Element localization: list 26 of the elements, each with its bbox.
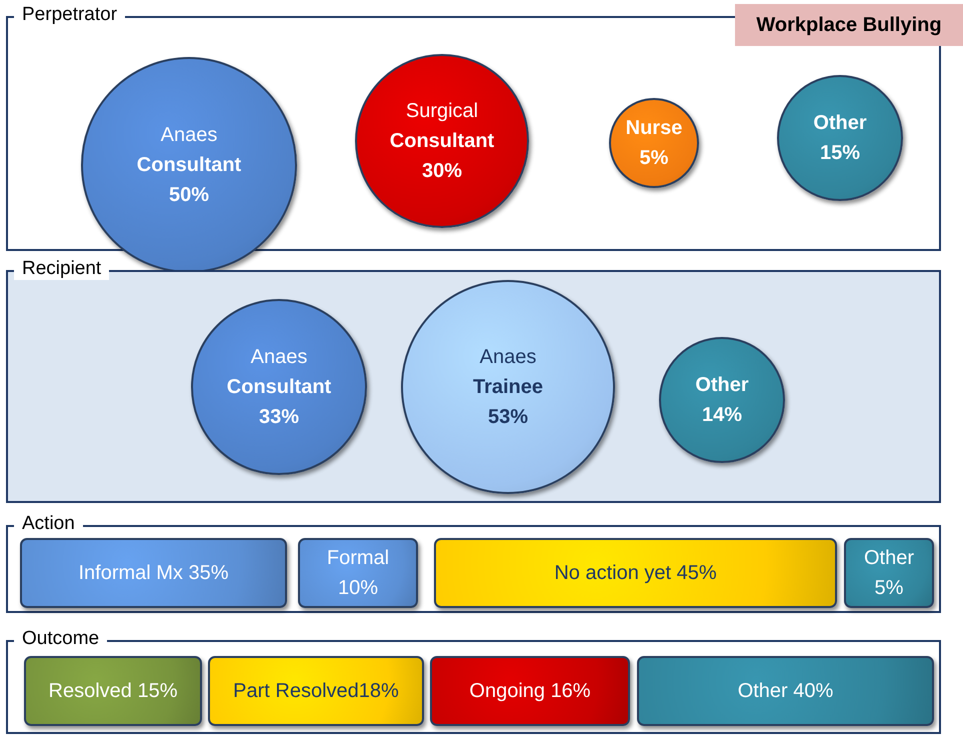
- percentage-label: No action yet 45%: [554, 561, 717, 586]
- percentage-bar: [637, 656, 934, 726]
- percentage-bar: [844, 538, 934, 608]
- percentage-label: Anaes Consultant 33%: [226, 345, 332, 430]
- percentage-bar: [20, 538, 287, 608]
- section-heading: Perpetrator: [14, 4, 126, 26]
- title-banner: Workplace Bullying: [735, 4, 963, 46]
- percentage-label: Surgical Consultant 30%: [388, 99, 496, 184]
- percentage-label: Part Resolved18%: [233, 679, 399, 704]
- percentage-bar: [208, 656, 424, 726]
- percentage-label: Ongoing 16%: [469, 679, 591, 704]
- percentage-label: Anaes Consultant 50%: [136, 123, 242, 208]
- percentage-bar: [24, 656, 202, 726]
- percentage-bar: [430, 656, 630, 726]
- section-heading: Recipient: [14, 258, 110, 280]
- percentage-label: Resolved 15%: [48, 679, 178, 704]
- percentage-label: Formal 10%: [326, 546, 390, 601]
- percentage-label: Other 14%: [694, 373, 750, 428]
- percentage-label: Nurse 5%: [624, 116, 684, 171]
- percentage-label: Anaes Trainee 53%: [472, 345, 544, 430]
- percentage-label: Other 5%: [862, 546, 916, 601]
- percentage-label: Other 15%: [812, 111, 868, 166]
- percentage-bar: [434, 538, 837, 608]
- percentage-bar: [298, 538, 418, 608]
- percentage-label: Informal Mx 35%: [78, 561, 229, 586]
- percentage-label: Other 40%: [738, 679, 834, 704]
